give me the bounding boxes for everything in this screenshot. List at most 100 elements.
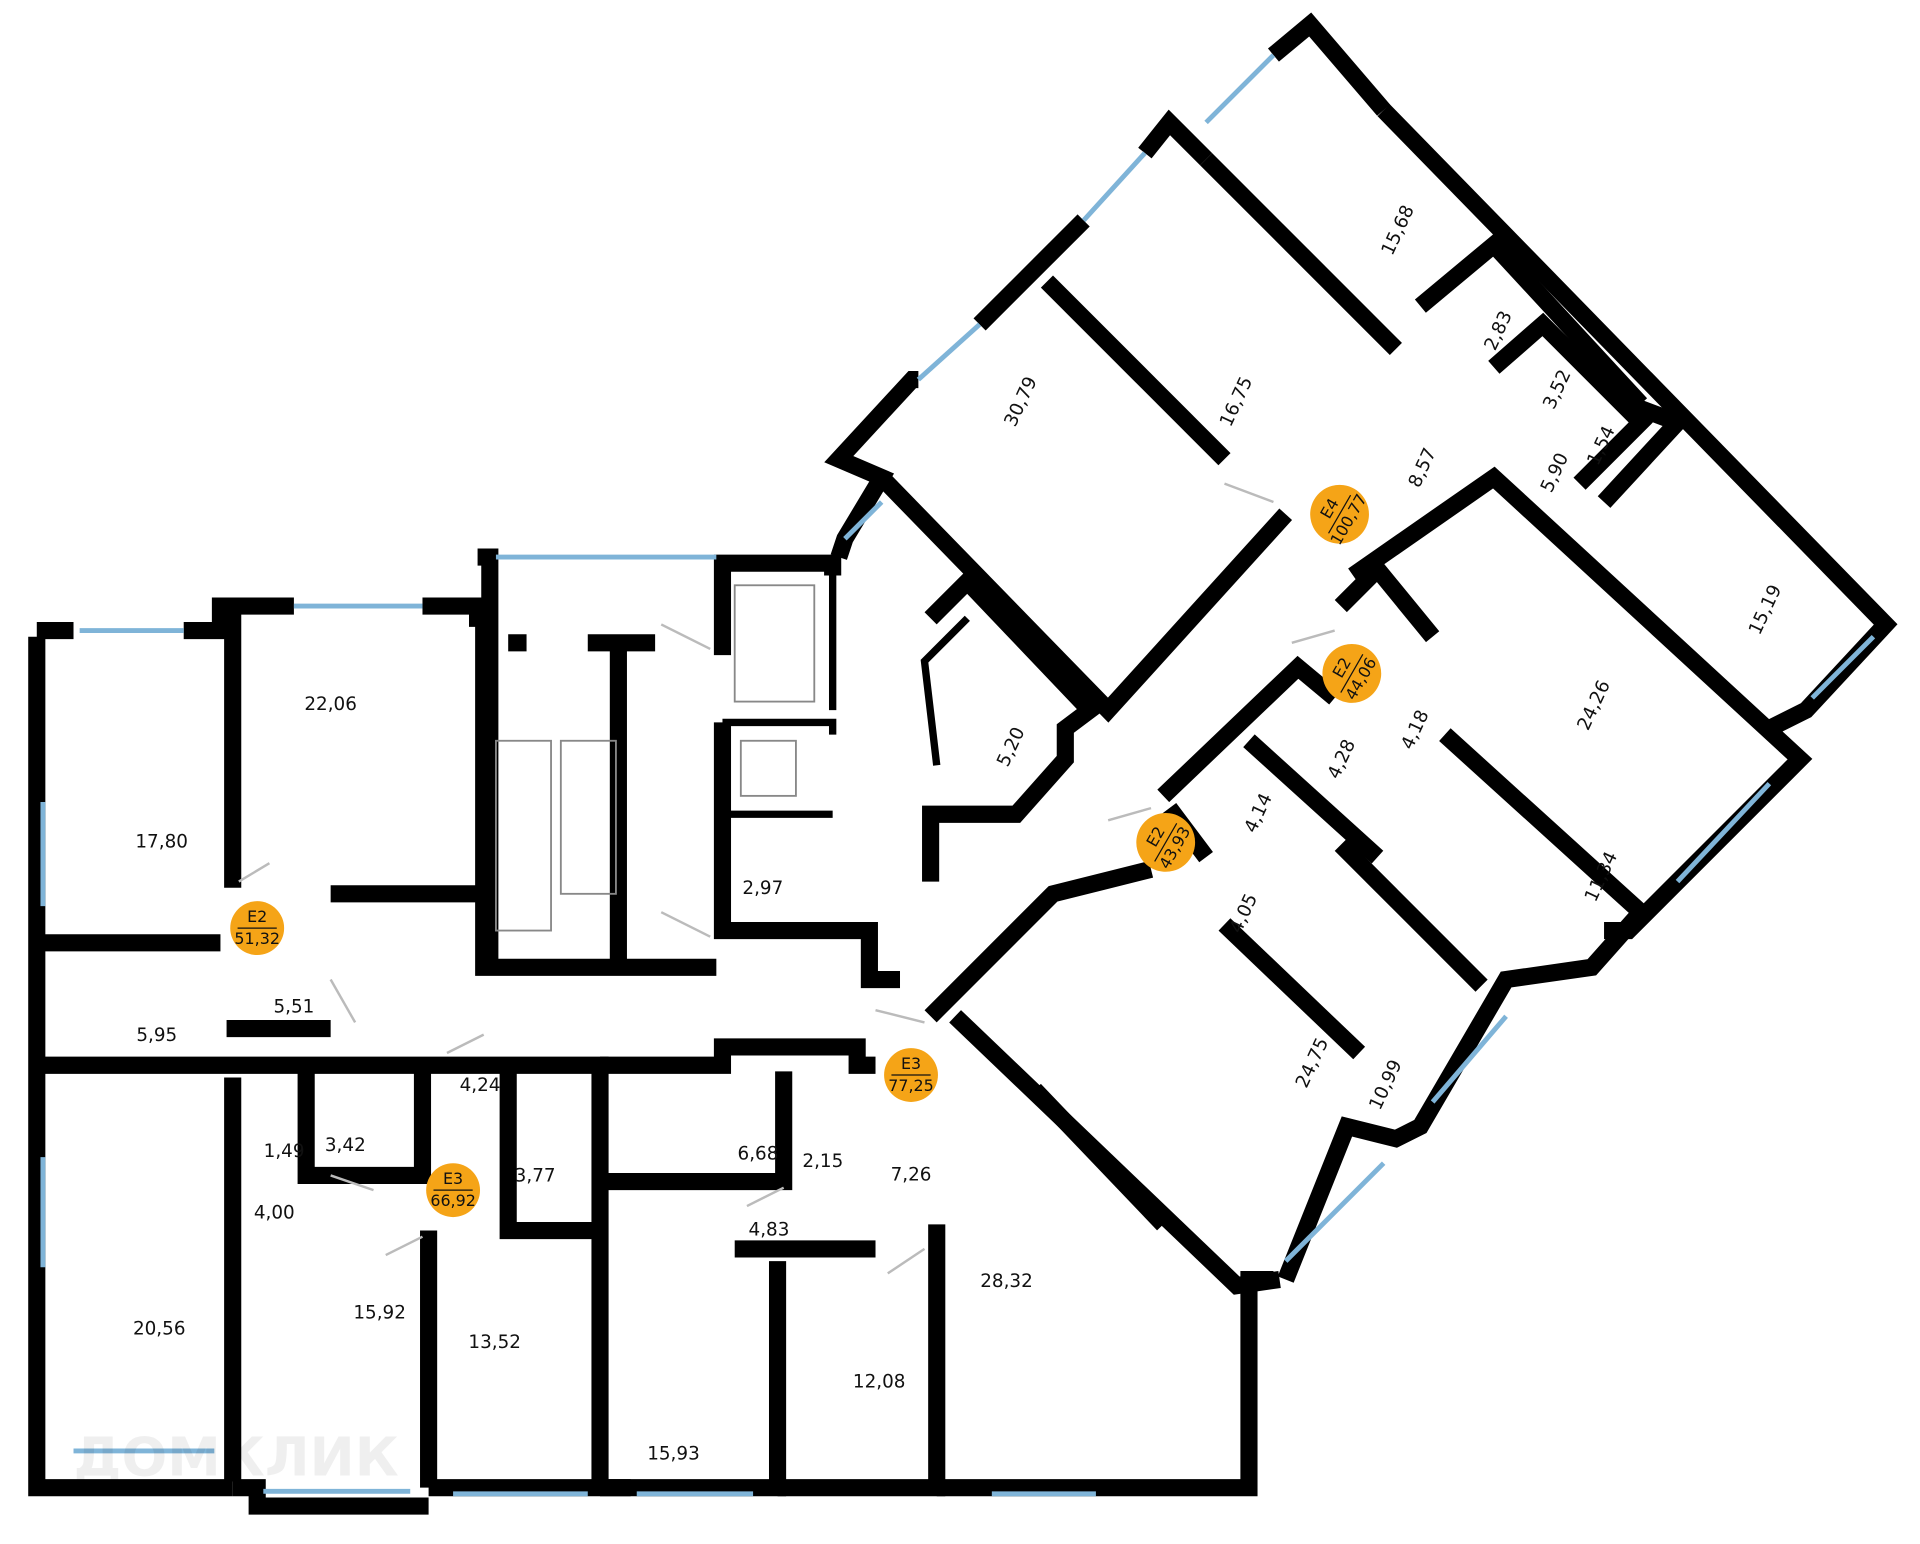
wall (1414, 233, 1648, 410)
stair-flight (559, 739, 617, 895)
room-area: 15,19 (1745, 582, 1786, 639)
wall (1267, 12, 1391, 116)
apartment-type: E3 (901, 1054, 921, 1073)
door (875, 1008, 925, 1024)
room-area: 7,26 (891, 1164, 932, 1185)
door (330, 1174, 374, 1192)
room-areas: 17,80 22,06 5,95 5,51 1,49 3,42 4,24 4,0… (133, 202, 1786, 1464)
room-area: 17,80 (135, 831, 188, 852)
wall (477, 548, 499, 968)
window (1430, 1014, 1508, 1104)
badge-divider (1340, 654, 1364, 693)
window (1283, 1161, 1386, 1263)
room-area: 15,93 (647, 1444, 700, 1465)
apartment-badge[interactable]: E4 100,77 (1299, 474, 1379, 554)
room-area: 24,75 (1292, 1035, 1333, 1092)
room-area: 30,79 (1001, 373, 1042, 430)
window (843, 500, 884, 541)
stair-flight (495, 739, 552, 932)
room-area: 15,92 (353, 1303, 406, 1324)
apartment-area: 51,32 (234, 929, 280, 948)
walls (28, 12, 1898, 1515)
door (446, 1033, 485, 1055)
room-area: 4,24 (460, 1075, 501, 1096)
room-area: 5,90 (1537, 450, 1573, 496)
window (916, 322, 982, 382)
window (1081, 151, 1147, 223)
door (238, 862, 271, 883)
wall (1488, 312, 1653, 490)
room-area: 24,26 (1574, 677, 1615, 734)
windows (40, 53, 1876, 1497)
wall (920, 615, 970, 766)
wall (1040, 275, 1231, 466)
wall (824, 371, 919, 560)
wall (422, 597, 717, 976)
wall (1334, 838, 1488, 992)
room-area: 3,42 (325, 1135, 366, 1156)
doors (238, 482, 1336, 1275)
wall (924, 861, 1154, 1023)
wall (875, 471, 1293, 723)
watermark: ДОМКЛИК (74, 1425, 399, 1488)
room-area: 2,15 (802, 1151, 843, 1172)
room-area: 6,68 (738, 1144, 779, 1165)
wall (722, 718, 837, 735)
room-area: 20,56 (133, 1319, 186, 1340)
wall (232, 1479, 429, 1515)
wall (713, 722, 901, 989)
room-area: 4,28 (1324, 736, 1360, 782)
apartment-badge[interactable]: E2 44,06 (1312, 633, 1392, 713)
badge-divider (1328, 494, 1352, 534)
window (1675, 781, 1772, 884)
room-area: 4,14 (1241, 790, 1277, 836)
room-area: 10,99 (1365, 1057, 1406, 1114)
door (887, 1247, 926, 1275)
wall (606, 1071, 793, 1191)
elevator-shaft (739, 739, 797, 797)
wall (777, 1224, 946, 1497)
wall (183, 597, 242, 888)
room-area: 13,52 (468, 1332, 521, 1353)
room-area: 4,00 (254, 1202, 295, 1223)
wall (28, 636, 233, 1497)
wall (949, 1010, 1281, 1295)
room-area: 28,32 (980, 1271, 1033, 1292)
wall (1200, 153, 1402, 356)
wall (499, 1065, 607, 1240)
door (385, 1235, 424, 1257)
wall (1028, 1083, 1170, 1231)
room-area: 12,08 (853, 1371, 906, 1392)
wall (1218, 918, 1366, 1060)
apartment-area: 77,25 (888, 1076, 934, 1095)
wall (1138, 109, 1213, 166)
apartment-badge[interactable]: E3 77,25 (884, 1048, 938, 1102)
window (1204, 53, 1276, 125)
room-area: 3,52 (1539, 367, 1575, 413)
elevator-shaft (733, 584, 816, 703)
wall (922, 569, 1103, 882)
door (1107, 806, 1152, 822)
wall (936, 1270, 1274, 1497)
room-area: 4,05 (1226, 891, 1262, 937)
stairs (495, 584, 816, 932)
door (329, 978, 357, 1024)
room-area: 5,95 (136, 1025, 177, 1046)
wall (1243, 734, 1384, 864)
window (1810, 634, 1876, 700)
room-area: 2,97 (742, 878, 783, 899)
apartment-area: 66,92 (430, 1191, 476, 1210)
apartment-badge[interactable]: E2 51,32 (230, 901, 285, 956)
apartment-badge[interactable]: E3 66,92 (426, 1163, 481, 1218)
room-area: 3,77 (515, 1166, 556, 1187)
room-area: 4,83 (749, 1219, 790, 1240)
wall (1597, 396, 1693, 508)
door (660, 623, 711, 651)
wall (1277, 728, 1653, 1283)
room-area: 16,75 (1216, 373, 1257, 430)
room-area: 4,18 (1397, 707, 1433, 753)
door (1224, 482, 1274, 504)
door (746, 1186, 785, 1208)
wall (1334, 556, 1440, 643)
